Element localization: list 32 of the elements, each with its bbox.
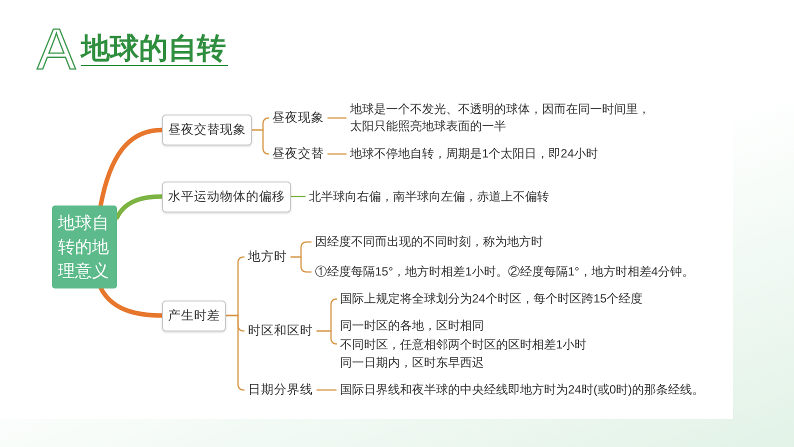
note-text: 国际日界线和夜半球的中央经线即地方时为24时(或0时)的那条经线。 <box>336 382 708 398</box>
topic-box: 产生时差 <box>162 300 226 331</box>
connector-line <box>327 153 347 155</box>
connector-line <box>225 314 245 391</box>
branch-line <box>114 194 164 220</box>
note-text: ①经度每隔15°，地方时相差1小时。②经度每隔1°，地方时相差4分钟。 <box>311 264 698 280</box>
subtopic-text: 日期分界线 <box>244 382 317 398</box>
root-topic-box: 地球自转的地理意义 <box>52 205 117 288</box>
connector-line <box>290 196 306 198</box>
branch-line <box>98 128 164 208</box>
subtopic-text: 时区和区时 <box>244 322 317 340</box>
topic-box: 昼夜交替现象 <box>162 114 252 146</box>
topic-box: 水平运动物体的偏移 <box>162 181 291 212</box>
note-text: 北半球向右偏，南半球向左偏，赤道上不偏转 <box>305 188 553 205</box>
subtopic-text: 地方时 <box>244 248 291 266</box>
note-text: 地球是一个不发光、不透明的球体，因而在同一时间里，太阳只能照亮地球表面的一半 <box>346 101 657 135</box>
note-text: 不同时区，任意相邻两个时区的区时相差1小时 <box>340 336 587 353</box>
branch-line <box>98 286 164 318</box>
note-text: 国际上规定将全球划分为24个时区，每个时区跨15个经度 <box>336 290 647 308</box>
connector-line <box>316 389 337 391</box>
title: 地球的自转 <box>81 33 228 66</box>
subtopic-text: 昼夜现象 <box>268 110 328 126</box>
subtopic-text: 昼夜交替 <box>268 146 328 162</box>
connector-line <box>251 129 270 155</box>
connector-line <box>327 117 347 119</box>
connector-line <box>290 256 312 273</box>
outlined-letter: A <box>37 21 76 79</box>
note-text: 同一时区的各地，区时相同 <box>340 317 485 334</box>
note-text: 地球不停地自转，周期是1个太阳日，即24小时 <box>346 146 602 162</box>
note-text: 同一日期内，区时东早西迟 <box>340 354 485 372</box>
connector-line <box>316 330 338 345</box>
note-text: 因经度不同而出现的不同时刻，称为地方时 <box>311 234 547 250</box>
